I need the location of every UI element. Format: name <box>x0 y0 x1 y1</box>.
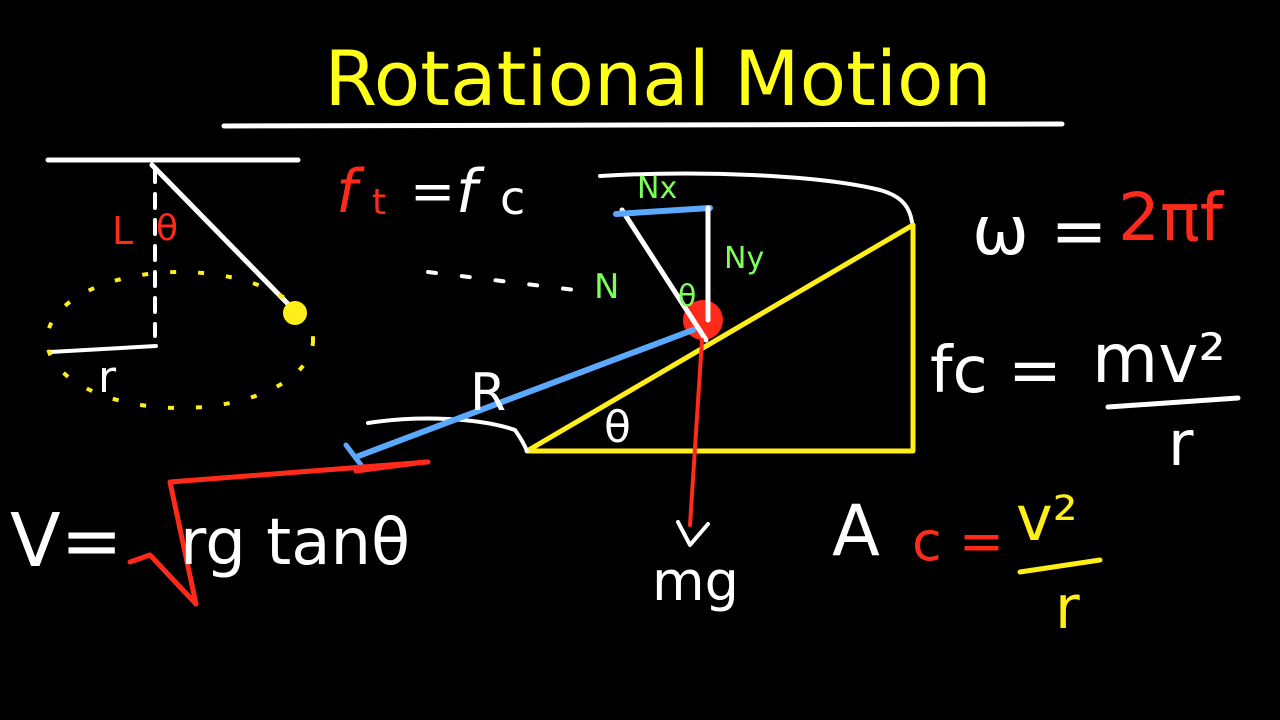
omega-lhs: ω = <box>972 192 1108 271</box>
ny-label: Ny <box>724 241 764 276</box>
n-label: N <box>594 267 619 307</box>
radius-line <box>353 327 696 460</box>
weight-arrowhead <box>676 520 710 547</box>
pendulum-bob <box>283 301 307 325</box>
banked-curve-diagram: Nx Ny N θ R θ mg <box>343 171 916 613</box>
ac-a: A <box>832 490 880 572</box>
normal-force-vector <box>619 207 709 343</box>
pendulum-length-label: L <box>112 209 133 253</box>
incline-triangle <box>524 222 916 454</box>
nx-component-vector <box>613 205 713 217</box>
centripetal-subscript: c <box>500 171 525 225</box>
angular-velocity-equation: ω = 2πf <box>972 179 1225 271</box>
centripetal-acceleration-equation: A c = v² r <box>832 482 1103 643</box>
fc-numerator: mv² <box>1092 320 1226 399</box>
velocity-lhs: V= <box>10 498 123 584</box>
road-side-curve <box>366 416 529 453</box>
weight-vector <box>688 338 704 527</box>
tension-subscript: t <box>372 182 386 223</box>
title-underline <box>221 121 1065 129</box>
ac-numerator: v² <box>1016 482 1078 555</box>
pendulum-radius-label: r <box>98 352 117 403</box>
pendulum-radius-line <box>48 344 158 354</box>
conical-pendulum-diagram: L θ r <box>45 157 315 410</box>
fc-fraction-bar <box>1105 395 1241 410</box>
velocity-equation: V= rg tanθ <box>10 459 431 607</box>
fc-lhs: fc = <box>930 334 1062 408</box>
tension-f: f <box>336 157 365 227</box>
force-balance-equation: f t = f c <box>336 157 525 227</box>
radius-label: R <box>470 363 506 423</box>
pendulum-orbit-dashed <box>45 270 315 410</box>
weight-label: mg <box>652 550 739 613</box>
pendulum-angle-label: θ <box>156 208 178 249</box>
force-balance-equals: = <box>410 160 455 223</box>
fc-denominator: r <box>1168 407 1194 480</box>
incline-angle-label: θ <box>604 402 631 453</box>
centripetal-force-equation: fc = mv² r <box>930 320 1241 480</box>
ac-c-equals: c = <box>912 510 1004 573</box>
road-top-curve <box>598 171 914 224</box>
square-root-sign <box>127 459 431 607</box>
omega-rhs: 2πf <box>1118 179 1225 256</box>
dashed-guide-line <box>426 270 577 292</box>
ac-denominator: r <box>1055 573 1080 643</box>
nx-label: Nx <box>637 171 677 206</box>
velocity-radicand: rg tanθ <box>180 506 410 580</box>
centripetal-f: f <box>456 157 485 227</box>
car-angle-label: θ <box>678 279 696 314</box>
pendulum-string <box>149 162 295 311</box>
ac-fraction-bar <box>1017 557 1103 575</box>
page-title: Rotational Motion <box>324 34 991 123</box>
